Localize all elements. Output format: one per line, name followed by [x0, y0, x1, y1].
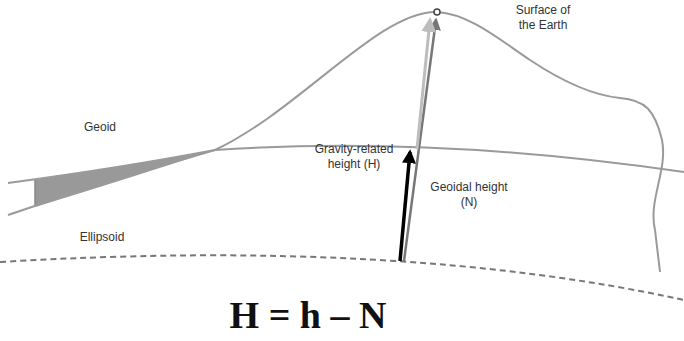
- gravity-height-arrow: [417, 20, 430, 149]
- geoid-label: Geoid: [70, 120, 130, 135]
- ellipsoid-label: Ellipsoid: [62, 230, 142, 245]
- height-label: Gravity-related height (H): [305, 142, 403, 172]
- geoid-curve: [8, 146, 684, 215]
- ellipsoidal-height-arrow: [404, 20, 436, 261]
- ellipsoid-curve: [0, 255, 684, 300]
- geoidal-height-arrow: [400, 152, 410, 261]
- height-label: Geoidal height (N): [423, 180, 515, 210]
- terrain-label: Surface of the Earth: [508, 3, 578, 33]
- formula-caption: H = h – N: [230, 294, 387, 336]
- region-edge: [34, 180, 36, 207]
- surface-point: [434, 9, 440, 15]
- terrain-curve: [8, 12, 663, 272]
